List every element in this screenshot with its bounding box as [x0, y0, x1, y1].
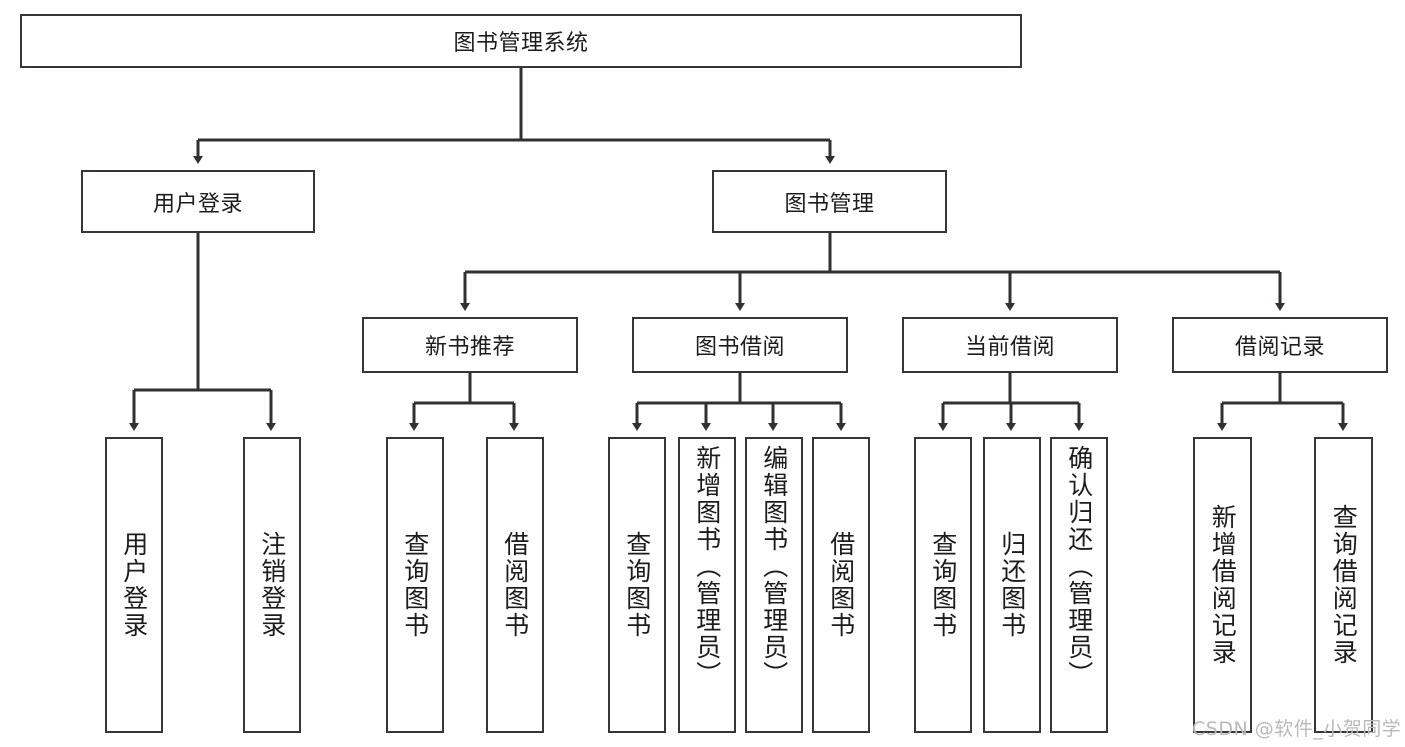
leaf-label: 借阅图书: [826, 531, 856, 639]
leaf-query-book-current[interactable]: 查询图书: [914, 437, 972, 733]
leaf-add-book-admin[interactable]: 新增图书（管理员）: [678, 437, 736, 733]
leaf-logout[interactable]: 注销登录: [243, 437, 301, 733]
leaf-label: 查询借阅记录: [1329, 504, 1359, 666]
leaf-add-borrow-record[interactable]: 新增借阅记录: [1193, 437, 1252, 733]
leaf-user-login[interactable]: 用户登录: [105, 437, 163, 733]
node-book-borrow[interactable]: 图书借阅: [632, 317, 848, 373]
leaf-query-book-borrow[interactable]: 查询图书: [608, 437, 666, 733]
leaf-label: 用户登录: [119, 531, 149, 639]
leaf-label: 编辑图书（管理员）: [759, 445, 789, 688]
node-new-book-recommend[interactable]: 新书推荐: [362, 317, 578, 373]
leaf-label: 查询图书: [400, 531, 430, 639]
leaf-label: 注销登录: [257, 531, 287, 639]
node-current-borrow[interactable]: 当前借阅: [902, 317, 1118, 373]
leaf-label: 归还图书: [997, 531, 1027, 639]
leaf-label: 新增图书（管理员）: [692, 445, 722, 688]
leaf-borrow-book-newbook[interactable]: 借阅图书: [486, 437, 544, 733]
leaf-label: 查询图书: [928, 531, 958, 639]
node-book-management[interactable]: 图书管理: [712, 170, 947, 233]
leaf-query-borrow-record[interactable]: 查询借阅记录: [1314, 437, 1373, 733]
leaf-return-book[interactable]: 归还图书: [983, 437, 1041, 733]
leaf-label: 确认归还（管理员）: [1064, 445, 1094, 688]
leaf-confirm-return-admin[interactable]: 确认归还（管理员）: [1050, 437, 1108, 733]
node-user-login[interactable]: 用户登录: [81, 170, 315, 233]
leaf-label: 查询图书: [622, 531, 652, 639]
csdn-watermark: CSDN @软件_小贺同学: [1192, 718, 1402, 740]
leaf-query-book-newbook[interactable]: 查询图书: [386, 437, 444, 733]
node-borrow-record[interactable]: 借阅记录: [1172, 317, 1388, 373]
leaf-label: 借阅图书: [500, 531, 530, 639]
leaf-label: 新增借阅记录: [1208, 504, 1238, 666]
node-root-system[interactable]: 图书管理系统: [20, 14, 1022, 68]
leaf-edit-book-admin[interactable]: 编辑图书（管理员）: [745, 437, 803, 733]
leaf-borrow-book[interactable]: 借阅图书: [812, 437, 870, 733]
